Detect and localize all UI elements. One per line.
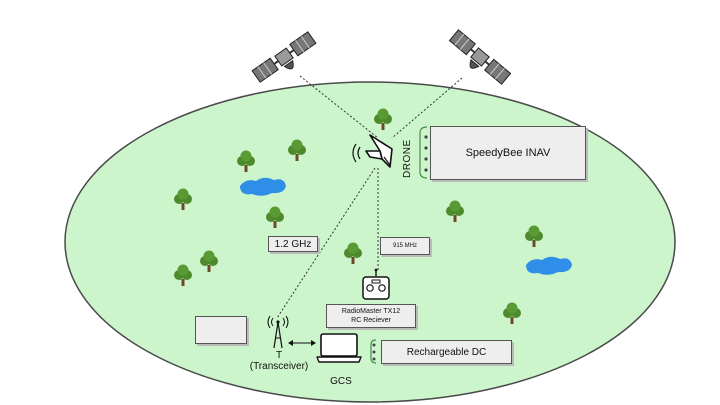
transceiver-box [195,316,247,344]
tree-icon [446,200,464,222]
tree-icon [525,225,543,247]
rechargeable-box: Rechargeable DC [381,340,512,364]
frequency-box-1-2ghz: 1.2 GHz [268,236,318,252]
lake-icon [526,256,572,275]
transceiver-label: T (Transceiver) [244,350,314,372]
frequency-box-915mhz: 915 MHz [380,237,430,255]
lake-icon [240,177,286,196]
bracket-dot [424,168,428,172]
rechargeable-label: Rechargeable DC [406,346,487,358]
tree-icon [174,188,192,210]
frequency-label-1-2ghz: 1.2 GHz [274,238,312,250]
tree-icon [344,242,362,264]
drone-icon [352,134,393,168]
radio-controller-icon [362,268,390,300]
laptop-icon [316,333,362,363]
drone-label: DRONE [402,139,413,178]
satellite-icon [251,31,317,83]
flight-controller-box: SpeedyBee INAV [430,126,586,180]
satellite-icon [448,29,512,85]
satellite-link-right [391,77,463,139]
arrow-head-right [311,340,316,346]
frequency-label-915mhz: 915 MHz [392,243,417,249]
bracket-dot [372,350,376,354]
drone-bracket [419,126,428,179]
satellite-link-left [299,75,379,139]
tree-icon [503,302,521,324]
tree-icon [266,206,284,228]
flight-controller-label: SpeedyBee INAV [465,147,551,159]
rc-receiver-label: RC Reciever [351,317,391,324]
gcs-label: GCS [330,376,352,387]
arrow-head-left [288,340,293,346]
power-bracket [370,339,377,364]
bracket-dot [372,343,376,347]
bracket-dot [372,357,376,361]
transceiver-label-short: T [275,350,283,361]
transceiver-label-full: (Transceiver) [249,361,309,372]
tree-icon [237,150,255,172]
tree-icon [174,264,192,286]
bracket-dot [424,146,428,150]
rc-box: RadioMaster TX12 RC Reciever [326,304,416,328]
drone-transceiver-link [276,167,376,319]
tree-icon [374,108,392,130]
bracket-dot [424,135,428,139]
tree-icon [288,139,306,161]
tree-icon [200,250,218,272]
antenna-tower-icon [267,315,289,349]
bracket-dot [424,157,428,161]
rc-model-label: RadioMaster TX12 [341,308,401,315]
